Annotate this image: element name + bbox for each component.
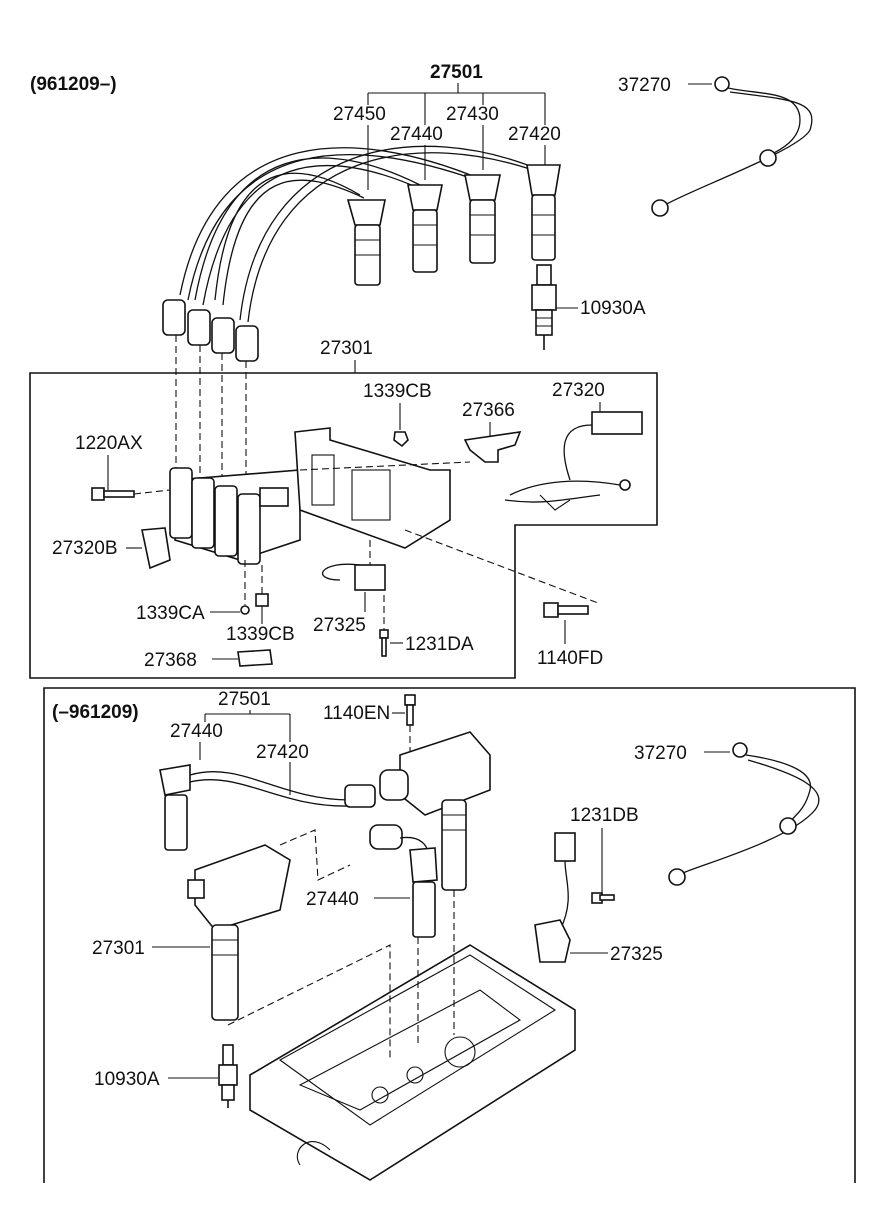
label-27301-top: 27301 — [320, 338, 373, 359]
label-37270-top: 37270 — [618, 75, 671, 96]
label-27325-top: 27325 — [313, 615, 366, 636]
ignition-cable-27420-bottom — [159, 764, 376, 851]
ignition-cable-set-top — [179, 145, 545, 323]
label-27440-top: 27440 — [390, 124, 443, 145]
label-1231DB: 1231DB — [570, 805, 639, 826]
leader-cables-top — [367, 125, 546, 190]
alignment-1140FD — [404, 529, 599, 604]
leader-27501-top — [367, 83, 546, 125]
bracket-27366 — [463, 431, 522, 463]
label-27420-bottom: 27420 — [256, 742, 309, 763]
label-27368: 27368 — [144, 650, 197, 671]
leader-cables-bottom — [199, 742, 291, 795]
screw-1231DA — [379, 595, 389, 657]
label-1339CB-top: 1339CB — [363, 381, 432, 402]
ignition-cable-27440-bottom — [369, 824, 438, 938]
mounting-bracket-plate — [294, 427, 451, 549]
spark-plug-top — [531, 264, 557, 350]
alignment-lines-bottom — [227, 890, 455, 1060]
period-label-bottom: (–961209) — [52, 702, 139, 723]
label-10930A-bottom: 10930A — [94, 1069, 160, 1090]
condenser-27325-bottom — [534, 832, 576, 963]
label-27450: 27450 — [333, 104, 386, 125]
plug-cap-27440-top — [407, 184, 443, 273]
label-27501-bottom: 27501 — [218, 689, 271, 710]
label-1140FD: 1140FD — [537, 648, 603, 669]
plug-cap-27450 — [346, 199, 386, 286]
cover-27368 — [237, 649, 273, 667]
label-27430: 27430 — [446, 104, 499, 125]
label-27325-bottom: 27325 — [610, 944, 663, 965]
label-27420-top: 27420 — [508, 124, 561, 145]
ground-strap-top — [651, 76, 813, 217]
label-1339CA: 1339CA — [136, 603, 205, 624]
nut-1339CA — [240, 605, 250, 615]
label-1339CB-lower: 1339CB — [226, 624, 295, 645]
label-27501-top: 27501 — [430, 62, 483, 83]
label-1231DA: 1231DA — [405, 634, 474, 655]
label-1220AX: 1220AX — [75, 433, 143, 454]
plug-cap-27420-top — [526, 164, 561, 261]
label-27366: 27366 — [462, 400, 515, 421]
leader-27501-bottom — [204, 710, 291, 742]
ignition-coil-pack-top — [169, 467, 301, 565]
label-27440-bottom-1: 27440 — [170, 721, 223, 742]
spark-plug-bottom — [218, 1044, 238, 1108]
plug-cap-27430 — [464, 174, 501, 264]
assembly-frame-bottom — [43, 687, 856, 1183]
label-27320-top: 27320 — [552, 380, 605, 401]
condenser-27325-top — [321, 540, 386, 591]
nut-1339CB-lower — [255, 593, 269, 607]
label-37270-bottom: 37270 — [634, 743, 687, 764]
coil-boots-top — [162, 299, 259, 362]
wiring-harness-27320 — [504, 411, 643, 511]
bracket-27320B — [141, 527, 171, 570]
screw-1231DB — [591, 892, 615, 904]
period-label-top: (961209–) — [30, 74, 117, 95]
alignment-line-bracket — [299, 461, 471, 471]
alignment-lines-top — [175, 335, 247, 500]
bolt-1140FD — [543, 602, 589, 618]
nut-1339CB-top — [393, 431, 409, 448]
cylinder-head-cover — [249, 944, 576, 1181]
label-27320B: 27320B — [52, 538, 118, 559]
label-10930A-top: 10930A — [580, 298, 646, 319]
alignment-coil-bottom — [279, 829, 351, 881]
ignition-coil-bottom-right — [379, 731, 491, 891]
bolt-1220AX — [91, 487, 171, 501]
ignition-coil-bottom-left — [187, 844, 291, 1021]
bolt-1140EN — [404, 694, 416, 755]
assembly-frame-top — [29, 372, 658, 679]
label-1140EN: 1140EN — [323, 703, 390, 724]
label-27301-bottom: 27301 — [92, 938, 145, 959]
ground-strap-bottom — [668, 742, 820, 886]
label-27440-bottom-2: 27440 — [306, 889, 359, 910]
